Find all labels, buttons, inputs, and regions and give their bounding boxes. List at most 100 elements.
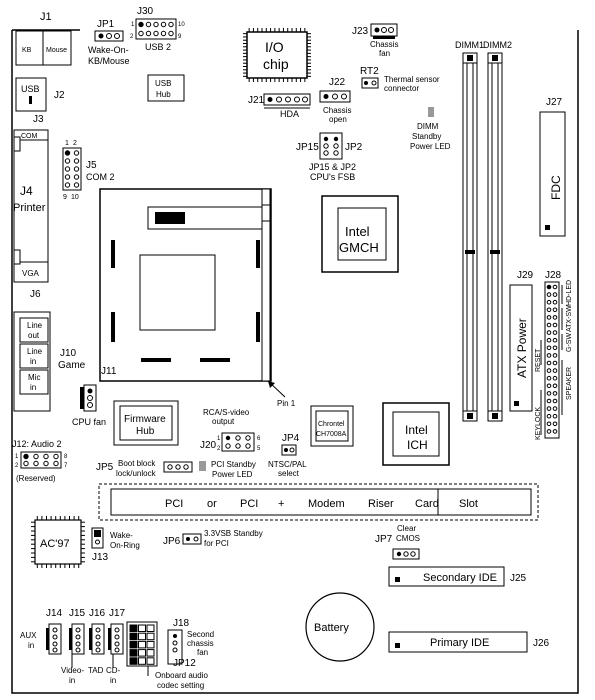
svg-text:JP7: JP7	[375, 534, 393, 545]
header-pin	[552, 406, 558, 411]
header-pin	[546, 330, 552, 335]
svg-text:+: +	[278, 498, 284, 510]
pin-block	[146, 649, 155, 657]
j30-usb2-header: J30 1 2 10 9 USB 2	[130, 6, 185, 52]
svg-text:J16: J16	[89, 608, 106, 619]
header-pin	[153, 30, 159, 37]
header-pin	[546, 383, 552, 389]
svg-text:RT2: RT2	[360, 66, 379, 77]
pin-block	[129, 657, 138, 665]
header-pin	[64, 182, 71, 188]
svg-text:J22: J22	[329, 77, 346, 88]
cpu-socket: Pin 1	[99, 188, 296, 408]
header-pin	[73, 174, 80, 180]
rear-io-com-printer-vga: J3 COM J4 Printer VGA	[13, 114, 49, 283]
svg-text:Intel: Intel	[345, 224, 370, 239]
svg-text:KB: KB	[22, 47, 32, 54]
header-pin	[546, 421, 552, 427]
svg-text:output: output	[212, 417, 235, 426]
audio-jacks: Line out Line in Mic in J10 Game	[13, 311, 86, 412]
svg-text:J23: J23	[352, 26, 369, 37]
svg-text:select: select	[278, 469, 300, 478]
rt2-thermal-connector: RT2 Thermal sensor connector	[360, 66, 440, 93]
header-pin	[546, 413, 552, 419]
svg-text:J17: J17	[109, 608, 126, 619]
svg-text:USB: USB	[21, 84, 40, 94]
svg-text:KEYLOCK: KEYLOCK	[535, 407, 542, 440]
svg-text:Boot block: Boot block	[118, 459, 156, 468]
header-pin	[552, 299, 558, 305]
svg-text:fan: fan	[379, 49, 390, 58]
io-chip: I/O chip	[243, 28, 311, 82]
j18-jp12: J18 Second chassis fan JP12 Onboard audi…	[126, 618, 214, 690]
header-pin	[552, 284, 558, 290]
svg-text:J26: J26	[533, 638, 550, 649]
header-pin	[552, 307, 558, 313]
intel-gmch-chip: Intel GMCH	[321, 195, 399, 273]
j20-rca-svideo: RCA/S-video output J20 1 2 6 5	[200, 408, 261, 452]
svg-text:Hub: Hub	[156, 90, 171, 99]
j6-label: J6	[30, 289, 41, 300]
svg-text:JP15 & JP2: JP15 & JP2	[309, 162, 356, 172]
svg-text:Chassis: Chassis	[370, 40, 398, 49]
svg-text:JP12: JP12	[173, 658, 196, 669]
header-pin	[546, 368, 552, 373]
header-pin	[33, 453, 39, 460]
svg-text:7: 7	[64, 463, 68, 469]
svg-text:J13: J13	[92, 552, 109, 563]
svg-text:J20: J20	[200, 440, 217, 451]
header-pin	[160, 30, 167, 37]
svg-text:J2: J2	[54, 90, 65, 101]
j28-front-panel: J28 HD-LED ATX-SW G-SW RESET SPEAKER KEY…	[535, 270, 573, 440]
svg-text:lock/unlock: lock/unlock	[116, 469, 157, 478]
chrontel-chip: Chrontel CH7008A	[310, 405, 354, 447]
header-pin	[552, 413, 558, 419]
header-pin	[552, 429, 558, 434]
svg-text:Power LED: Power LED	[410, 142, 451, 151]
pin-block	[138, 657, 146, 665]
header-pin	[546, 299, 552, 305]
svg-text:5: 5	[257, 446, 261, 452]
svg-text:in: in	[69, 676, 75, 685]
svg-text:CPU fan: CPU fan	[72, 417, 106, 427]
svg-text:out: out	[28, 331, 40, 340]
svg-text:DIMM1: DIMM1	[455, 40, 484, 50]
j21-hda-header: J21 HDA	[248, 93, 311, 119]
header-pin	[546, 292, 552, 297]
svg-text:J11: J11	[101, 366, 117, 377]
header-pin	[546, 429, 552, 434]
svg-text:fan: fan	[197, 648, 208, 657]
header-pin	[43, 460, 49, 467]
svg-text:COM 2: COM 2	[86, 172, 115, 182]
pin-block	[129, 632, 138, 641]
svg-text:Power LED: Power LED	[212, 470, 253, 479]
firmware-hub-chip: Firmware Hub	[113, 400, 179, 446]
svg-text:J15: J15	[69, 608, 86, 619]
svg-text:2: 2	[15, 463, 19, 469]
svg-text:Slot: Slot	[459, 498, 478, 510]
header-pin	[552, 330, 558, 335]
svg-text:JP2: JP2	[345, 142, 363, 153]
j23-chassis-fan: J23 Chassis fan	[352, 23, 398, 58]
svg-text:I/O: I/O	[265, 39, 284, 55]
pin-block	[129, 624, 138, 632]
svg-text:Clear: Clear	[397, 524, 416, 533]
svg-text:10: 10	[71, 194, 79, 201]
header-pin	[145, 30, 152, 37]
svg-text:JP6: JP6	[163, 536, 181, 547]
svg-text:DIMM: DIMM	[417, 122, 439, 131]
header-pin	[552, 360, 558, 366]
svg-text:CMOS: CMOS	[396, 534, 420, 543]
header-pin	[546, 406, 552, 411]
pin-block	[138, 649, 146, 657]
svg-text:NTSC/PAL: NTSC/PAL	[268, 460, 307, 469]
jp1-jumper: JP1 Wake-On- KB/Mouse	[88, 19, 130, 66]
svg-text:G-SW: G-SW	[566, 333, 573, 352]
pin-block	[138, 624, 146, 632]
svg-text:RESET: RESET	[535, 348, 542, 372]
svg-text:9: 9	[63, 194, 67, 201]
header-pin	[23, 453, 29, 460]
j5-com2-header: 1 2 9 10 J5 COM 2	[62, 140, 115, 201]
svg-text:On-Ring: On-Ring	[110, 541, 140, 550]
j11-cpu-fan: J11 CPU fan	[72, 366, 117, 427]
